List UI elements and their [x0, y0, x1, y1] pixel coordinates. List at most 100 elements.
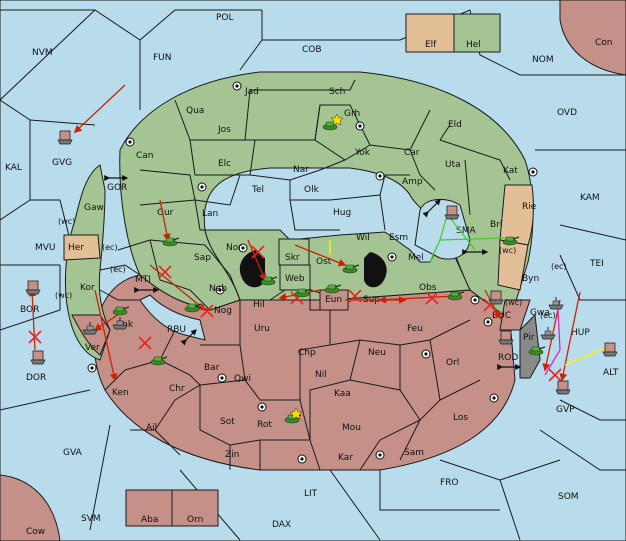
province-orn[interactable]: [171, 489, 219, 527]
label-orl: Orl: [446, 358, 459, 368]
label-qua: Qua: [186, 106, 204, 116]
label-nog: Nog: [214, 306, 232, 316]
label-byn: Byn: [522, 274, 539, 284]
label-orn: Orn: [187, 515, 203, 525]
label-obs: Obs: [419, 283, 437, 293]
label-elf: Elf: [425, 40, 437, 50]
label-sam: Sam: [404, 448, 424, 458]
label-mti: MTI: [135, 275, 151, 285]
province-elf[interactable]: [405, 13, 455, 53]
sea-rbu[interactable]: [139, 294, 206, 341]
coast-tag-ec4: (ec): [540, 311, 556, 320]
label-skr: Skr: [285, 253, 300, 263]
label-ver: Ver: [85, 343, 100, 353]
label-sma: SMA: [456, 226, 476, 236]
sea-labels: POL COB NVM FUN NOM OVD KAL GVG GOR KAM …: [5, 13, 619, 530]
label-sch: Sch: [329, 87, 345, 97]
coast-tag-wc2: (wc): [55, 291, 72, 300]
label-hel: Hel: [466, 40, 481, 50]
label-dor: DOR: [26, 373, 46, 383]
label-rbu: RBU: [167, 325, 186, 335]
label-nil: Nil: [315, 370, 327, 380]
label-nor: Nor: [226, 243, 242, 253]
label-hup: HUP: [571, 328, 590, 338]
label-elc: Elc: [218, 159, 231, 169]
label-alt: ALT: [603, 368, 619, 378]
label-zin: Zin: [225, 450, 239, 460]
province-her[interactable]: [63, 234, 101, 261]
connection-arrows: [104, 175, 522, 370]
supply-centers: [87, 81, 538, 464]
coast-tag-wc4: (wc): [505, 298, 522, 307]
label-grh: Grh: [344, 109, 360, 119]
label-sap: Sap: [194, 253, 211, 263]
province-byn[interactable]: [497, 239, 529, 291]
label-mel: Mel: [408, 253, 424, 263]
label-qwi: Qwi: [234, 374, 251, 384]
coast-tag-ec2: (ec): [110, 265, 126, 274]
label-lan: Lan: [202, 209, 218, 219]
label-mvu: MVU: [35, 243, 56, 253]
label-yok: Yok: [354, 148, 371, 158]
label-nar: Nar: [293, 165, 309, 175]
label-feu: Feu: [407, 324, 423, 334]
label-amp: Amp: [402, 177, 423, 187]
label-hug: Hug: [333, 208, 351, 218]
label-kal: KAL: [5, 163, 22, 173]
label-eun: Eun: [325, 295, 342, 305]
label-ost: Ost: [316, 257, 332, 267]
impassable-west: [239, 250, 265, 288]
label-car: Car: [404, 148, 420, 158]
coast-tag-wc1: (wc): [58, 217, 75, 226]
label-chp: Chp: [298, 348, 316, 358]
province-web[interactable]: [279, 264, 311, 291]
label-tei: TEI: [589, 259, 604, 269]
label-rod: ROD: [498, 353, 518, 363]
label-gvp: GVP: [556, 405, 575, 415]
label-bor: BOR: [20, 305, 39, 315]
label-lit: LIT: [304, 489, 318, 499]
label-ail: Ail: [146, 423, 157, 433]
label-olk: Olk: [304, 185, 320, 195]
province-rie[interactable]: [499, 184, 534, 246]
coast-tag-ec3: (ec): [551, 262, 567, 271]
label-con: Con: [595, 38, 613, 48]
label-jad: Jad: [244, 87, 259, 97]
label-her: Her: [68, 243, 84, 253]
label-dax: DAX: [272, 520, 291, 530]
label-svm: SVM: [81, 514, 101, 524]
label-kat: Kat: [503, 166, 518, 176]
province-pir[interactable]: [519, 313, 541, 379]
label-kor: Kor: [80, 283, 95, 293]
province-borders: [99, 79, 511, 471]
province-hel[interactable]: [453, 13, 501, 53]
label-los: Los: [453, 413, 468, 423]
label-gaw: Gaw: [84, 203, 104, 213]
label-som: SOM: [558, 492, 579, 502]
label-bri: Bri: [490, 220, 502, 230]
label-wil: Wil: [356, 233, 370, 243]
label-bar: Bar: [204, 363, 220, 373]
label-cob: COB: [302, 45, 322, 55]
west-peninsula: [64, 164, 111, 361]
label-esm: Esm: [389, 233, 408, 243]
label-neu: Neu: [368, 348, 386, 358]
label-can: Can: [136, 151, 154, 161]
support-orders: [329, 211, 606, 376]
label-fro: FRO: [440, 478, 459, 488]
label-eld: Eld: [448, 120, 462, 130]
label-pol: POL: [216, 13, 234, 23]
impassable-east: [364, 252, 387, 288]
label-chr: Chr: [169, 384, 185, 394]
label-gva: GVA: [63, 448, 83, 458]
coast-tag-wc3: (wc): [499, 246, 516, 255]
label-pir: Pir: [523, 333, 535, 343]
label-gwa: Gwa: [530, 308, 550, 318]
label-nab: Nab: [209, 284, 227, 294]
label-tel: Tel: [251, 185, 264, 195]
label-nvm: NVM: [32, 48, 53, 58]
label-kar: Kar: [338, 453, 353, 463]
label-aba: Aba: [141, 515, 158, 525]
coast-tags: (wc) (ec) (ec) (wc) (wc) (ec) (wc) (ec): [55, 217, 567, 320]
